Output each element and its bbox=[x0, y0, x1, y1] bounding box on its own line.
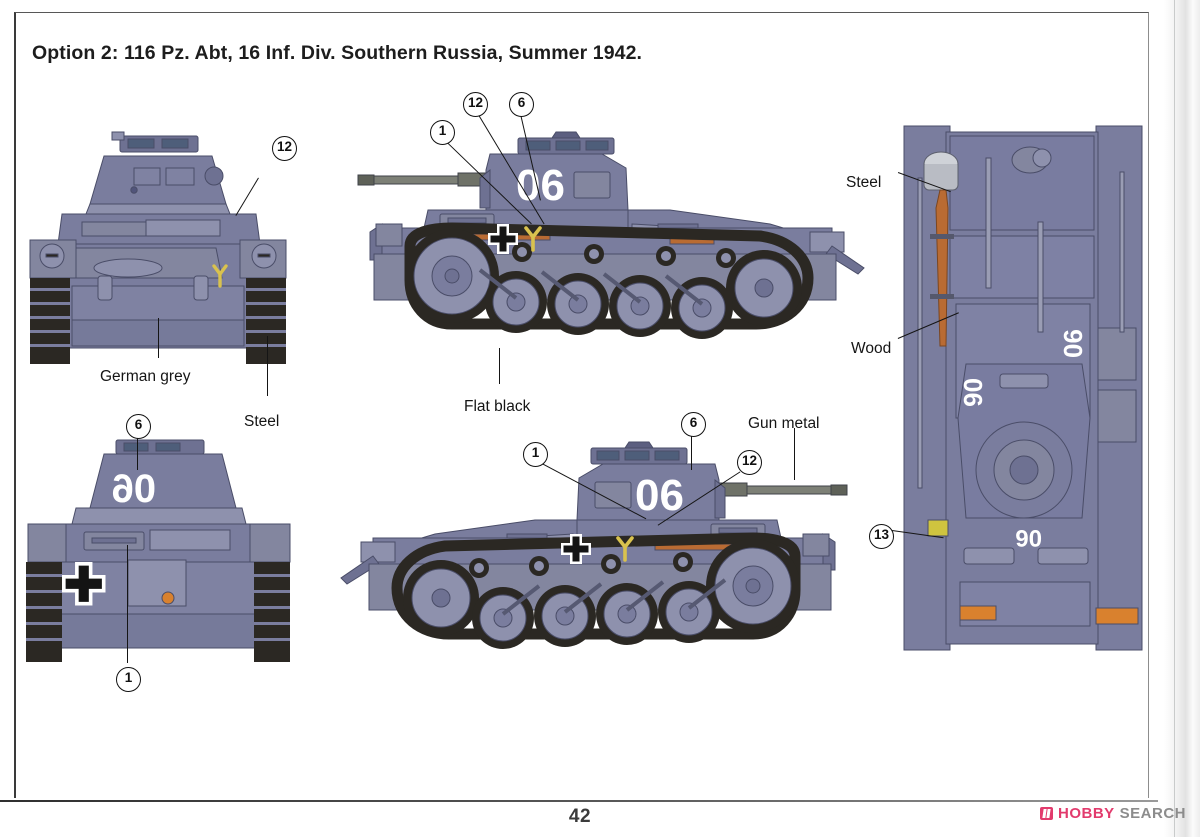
turret-number: 06 bbox=[112, 467, 157, 511]
callout-6-rear[interactable]: 6 bbox=[126, 414, 151, 439]
turret-number: 06 bbox=[1058, 329, 1088, 358]
paint-label-wood-top: Wood bbox=[851, 340, 892, 357]
unit-rune-icon bbox=[212, 264, 228, 288]
page-edge bbox=[1164, 0, 1200, 837]
turret-number: 06 bbox=[958, 378, 988, 407]
callout-6-side-left[interactable]: 6 bbox=[509, 92, 534, 117]
rear-view-illustration: 06 bbox=[8, 432, 308, 670]
callout-1-rear[interactable]: 1 bbox=[116, 667, 141, 692]
turret-number: 06 bbox=[516, 161, 565, 210]
leader-line bbox=[690, 434, 692, 470]
watermark-hobby: HOBBY bbox=[1057, 805, 1115, 822]
callout-12-side-left[interactable]: 12 bbox=[463, 92, 488, 117]
leader-line bbox=[136, 436, 138, 470]
footer-divider bbox=[0, 800, 1158, 802]
page-number: 42 bbox=[568, 806, 592, 827]
leader-line bbox=[498, 348, 500, 384]
balkenkreuz-icon bbox=[561, 534, 591, 564]
side-view-left-illustration: 06 bbox=[340, 128, 870, 388]
leader-line bbox=[157, 318, 159, 358]
paint-label-flat-black: Flat black bbox=[464, 398, 531, 415]
hobbysearch-logo-icon bbox=[1039, 807, 1053, 820]
page-title: Option 2: 116 Pz. Abt, 16 Inf. Div. Sout… bbox=[32, 42, 643, 64]
top-view-illustration: 06 06 06 bbox=[900, 118, 1150, 658]
watermark-search: SEARCH bbox=[1119, 805, 1186, 822]
paint-label-german-grey: German grey bbox=[100, 368, 191, 385]
leader-line bbox=[793, 428, 795, 480]
unit-rune-icon bbox=[524, 226, 542, 252]
paint-label-steel-front: Steel bbox=[244, 413, 280, 430]
side-view-right-illustration: 06 bbox=[335, 438, 865, 688]
balkenkreuz-icon bbox=[488, 224, 518, 254]
paint-label-steel-top: Steel bbox=[846, 174, 882, 191]
unit-rune-icon bbox=[616, 536, 634, 562]
page-border bbox=[14, 12, 1149, 798]
callout-6-side-right[interactable]: 6 bbox=[681, 412, 706, 437]
callout-1-side-left[interactable]: 1 bbox=[430, 120, 455, 145]
callout-13-top[interactable]: 13 bbox=[869, 524, 894, 549]
balkenkreuz-icon bbox=[62, 562, 106, 606]
paint-label-gun-metal: Gun metal bbox=[748, 415, 820, 432]
leader-line bbox=[266, 336, 268, 396]
callout-1-side-right[interactable]: 1 bbox=[523, 442, 548, 467]
leader-line bbox=[126, 545, 128, 663]
front-view-illustration bbox=[16, 118, 306, 368]
callout-12-front[interactable]: 12 bbox=[272, 136, 297, 161]
callout-12-side-right[interactable]: 12 bbox=[737, 450, 762, 475]
hobbysearch-watermark: HOBBY SEARCH bbox=[1039, 805, 1186, 822]
turret-number: 06 bbox=[1015, 524, 1042, 551]
